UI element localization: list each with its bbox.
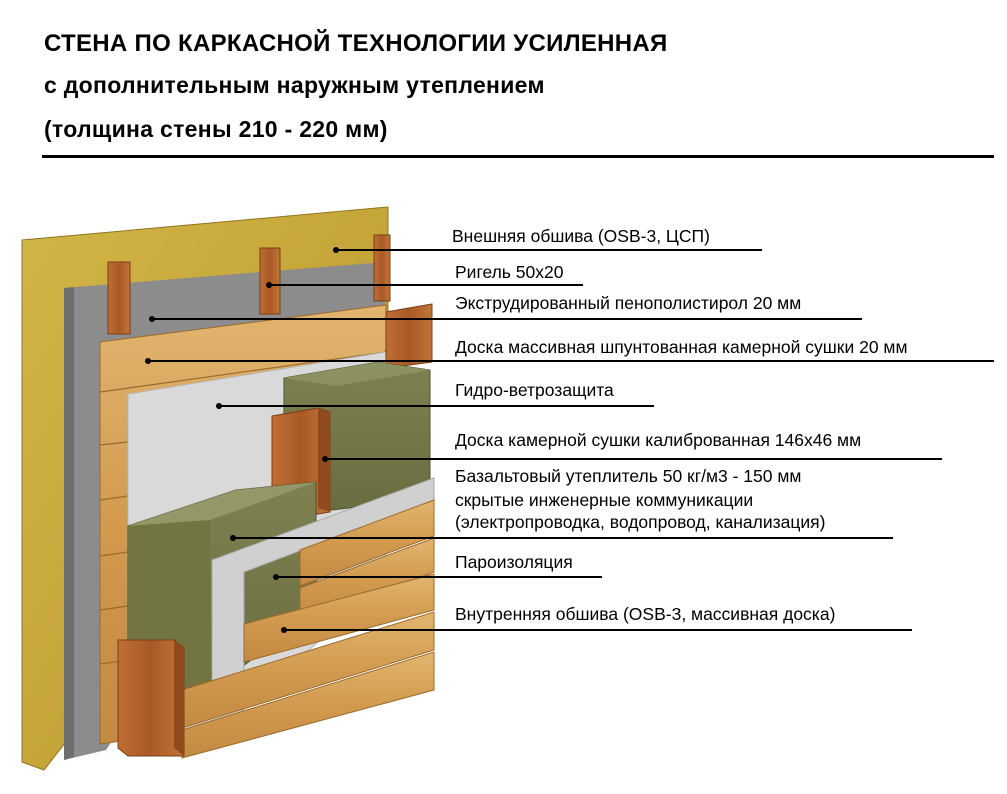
label-calibrated-stud: Доска камерной сушки калиброванная 146х4…: [455, 430, 862, 450]
insulation-block-back-top: [284, 362, 430, 386]
leader-line-4: [148, 360, 994, 362]
label-tongue-groove: Доска массивная шпунтованная камерной су…: [455, 337, 908, 357]
title-line-1: СТЕНА ПО КАРКАСНОЙ ТЕХНОЛОГИИ УСИЛЕННАЯ: [44, 30, 668, 57]
leader-line-7: [233, 537, 893, 539]
title-line-3: (толщина стены 210 - 220 мм): [44, 116, 388, 142]
corner-stud-bottom-side: [174, 640, 184, 756]
label-communications-detail: (электропроводка, водопровод, канализаци…: [455, 512, 826, 532]
label-inner-sheathing: Внутренняя обшива (OSB-3, массивная доск…: [455, 604, 836, 624]
leader-line-8: [276, 576, 602, 578]
rail-3: [373, 234, 391, 302]
inner-sheathing-board-3: [243, 573, 435, 663]
leader-line-2: [269, 284, 583, 286]
leader-line-1: [336, 249, 762, 251]
rail-1: [107, 261, 131, 335]
leader-line-6: [325, 458, 942, 460]
leader-line-9: [284, 629, 912, 631]
leader-line-3: [152, 318, 862, 320]
leader-line-5: [219, 405, 654, 407]
insulation-block-front-top: [128, 482, 316, 526]
label-vapour-barrier: Пароизоляция: [455, 552, 573, 572]
title-line-2: с дополнительным наружным утеплением: [44, 72, 545, 98]
label-membrane: Гидро-ветрозащита: [455, 380, 614, 400]
corner-stud-top: [385, 303, 433, 369]
title-underline: [42, 155, 994, 158]
inner-sheathing-board-1: [299, 499, 435, 587]
xps-edge: [64, 287, 74, 760]
label-insulation: Базальтовый утеплитель 50 кг/м3 - 150 мм: [455, 466, 802, 486]
label-communications: скрытые инженерные коммуникации: [455, 490, 754, 510]
label-outer-sheathing: Внешняя обшива (OSB-3, ЦСП): [452, 226, 710, 246]
rail-2: [259, 247, 281, 315]
board-seams: [99, 351, 387, 665]
label-rail: Ригель 50х20: [455, 262, 564, 282]
label-xps: Экструдированный пенополистирол 20 мм: [455, 293, 802, 313]
